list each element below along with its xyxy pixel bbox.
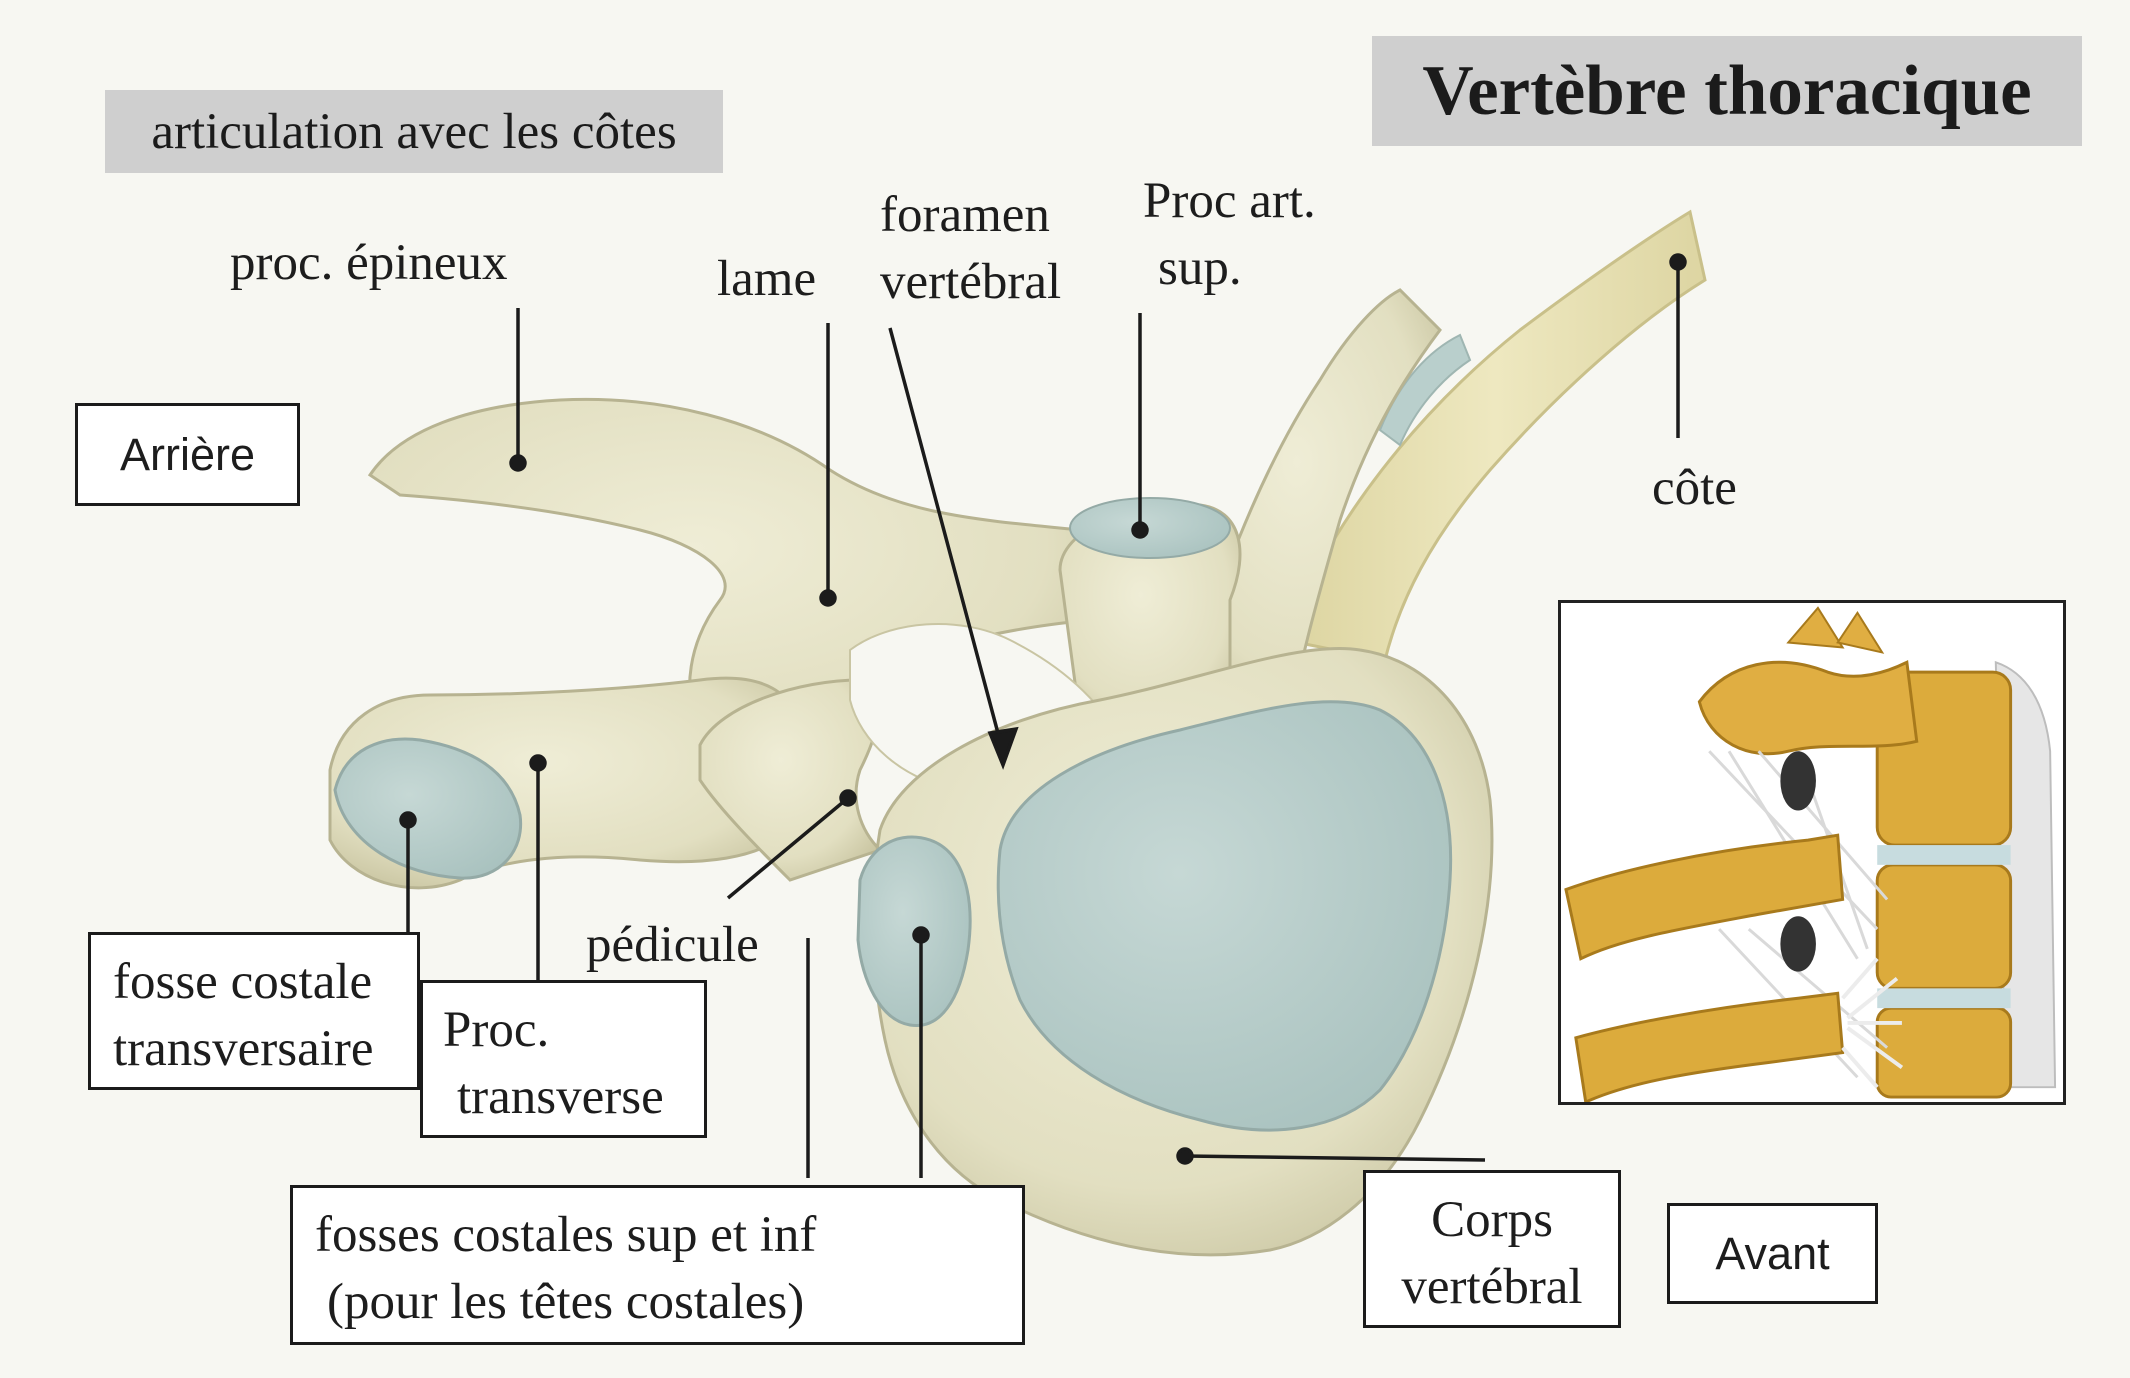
- topic-banner: articulation avec les côtes: [105, 90, 723, 173]
- superior-articular-facet-shape: [1069, 497, 1231, 559]
- label-transverse-process: Proc. transverse: [420, 980, 707, 1138]
- spine-rib-articulation-inset: [1558, 600, 2066, 1105]
- page-title: Vertèbre thoracique: [1372, 36, 2082, 146]
- inset-drawing: [1561, 603, 2063, 1102]
- label-transverse-process-line1: Proc.: [443, 1002, 550, 1058]
- label-vertebral-foramen: foramen vertébral: [880, 182, 1061, 317]
- pedicle-shape: [698, 678, 883, 882]
- label-costal-facets: fosses costales sup et inf (pour les têt…: [290, 1185, 1025, 1345]
- label-vertebral-body: Corps vertébral: [1363, 1170, 1621, 1328]
- label-costal-facets-line2: (pour les têtes costales): [327, 1274, 805, 1331]
- label-transverse-costal-fossa-line1: fosse costale: [113, 954, 373, 1010]
- label-superior-articular-line1: Proc art.: [1143, 173, 1316, 229]
- label-transverse-costal-fossa-line2: transversaire: [113, 1021, 374, 1078]
- orientation-back-label: Arrière: [75, 403, 300, 506]
- label-spinous-process: proc. épineux: [230, 235, 508, 291]
- superior-articular-arch: [1178, 288, 1442, 722]
- label-transverse-process-line2: transverse: [457, 1069, 664, 1126]
- transverse-costal-facet-shape: [333, 737, 523, 880]
- leader-lines: [399, 253, 1687, 1178]
- label-costal-facets-line1: fosses costales sup et inf: [315, 1207, 817, 1263]
- orientation-front-label: Avant: [1667, 1203, 1878, 1304]
- label-vertebral-foramen-line1: foramen: [880, 187, 1050, 243]
- rib-shape: [1282, 209, 1707, 662]
- label-vertebral-body-line2: vertébral: [1401, 1259, 1583, 1316]
- label-transverse-costal-fossa: fosse costale transversaire: [88, 932, 420, 1090]
- label-pedicle: pédicule: [586, 917, 759, 973]
- label-rib: côte: [1652, 460, 1737, 516]
- label-superior-articular-process: Proc art. sup.: [1143, 168, 1316, 303]
- vertebral-body-endplate: [996, 700, 1453, 1132]
- label-vertebral-body-line1: Corps: [1431, 1192, 1553, 1248]
- label-vertebral-foramen-line2: vertébral: [880, 254, 1062, 311]
- label-lamina: lame: [717, 251, 817, 307]
- label-superior-articular-line2: sup.: [1158, 240, 1242, 297]
